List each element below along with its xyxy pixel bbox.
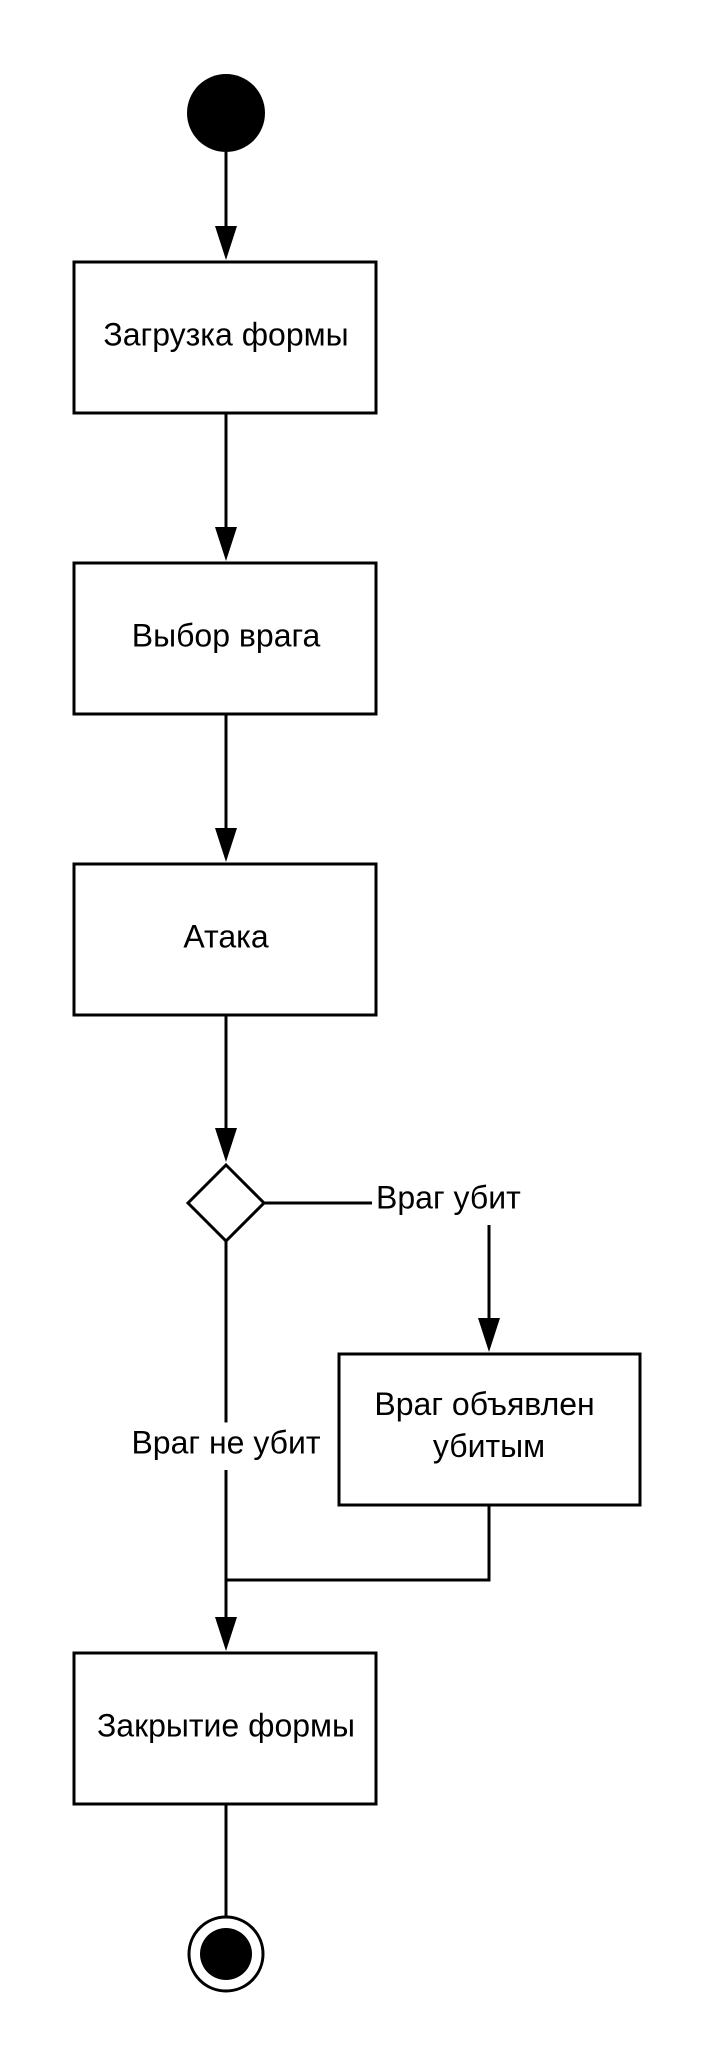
arrowhead-select <box>215 527 237 561</box>
arrowhead-decision <box>215 1128 237 1162</box>
activity-close-form-label: Закрытие формы <box>97 1707 355 1743</box>
activity-attack[interactable] <box>72 862 378 1017</box>
activity-select-enemy[interactable] <box>72 561 378 716</box>
edge-label-enemy-killed-backing <box>372 1177 526 1218</box>
arrowhead-load <box>215 226 237 260</box>
start-node <box>187 74 265 152</box>
activity-enemy-declared-killed-label: Враг объявлен убитым <box>374 1386 603 1464</box>
decision-node[interactable] <box>185 1162 267 1244</box>
edge-label-enemy-not-killed-backing <box>127 1422 325 1463</box>
arrowhead-attack <box>215 828 237 862</box>
activity-enemy-declared-killed-line1: Враг объявлен <box>374 1386 594 1422</box>
edge-label-enemy-killed: Враг убит <box>376 1179 521 1215</box>
activity-select-enemy-label: Выбор врага <box>132 617 321 653</box>
arrowhead-declared <box>478 1318 500 1352</box>
activity-load-form-label: Загрузка формы <box>103 316 348 352</box>
activity-attack-label: Атака <box>183 918 268 954</box>
activity-enemy-declared-killed-line2: убитым <box>433 1428 545 1464</box>
edge-declared-to-merge <box>226 1505 491 1582</box>
end-node <box>187 1915 265 1993</box>
arrowhead-close <box>215 1617 237 1651</box>
end-node-core <box>200 1928 252 1980</box>
edge-label-enemy-not-killed: Враг не убит <box>131 1424 320 1460</box>
activity-close-form[interactable] <box>72 1651 378 1806</box>
